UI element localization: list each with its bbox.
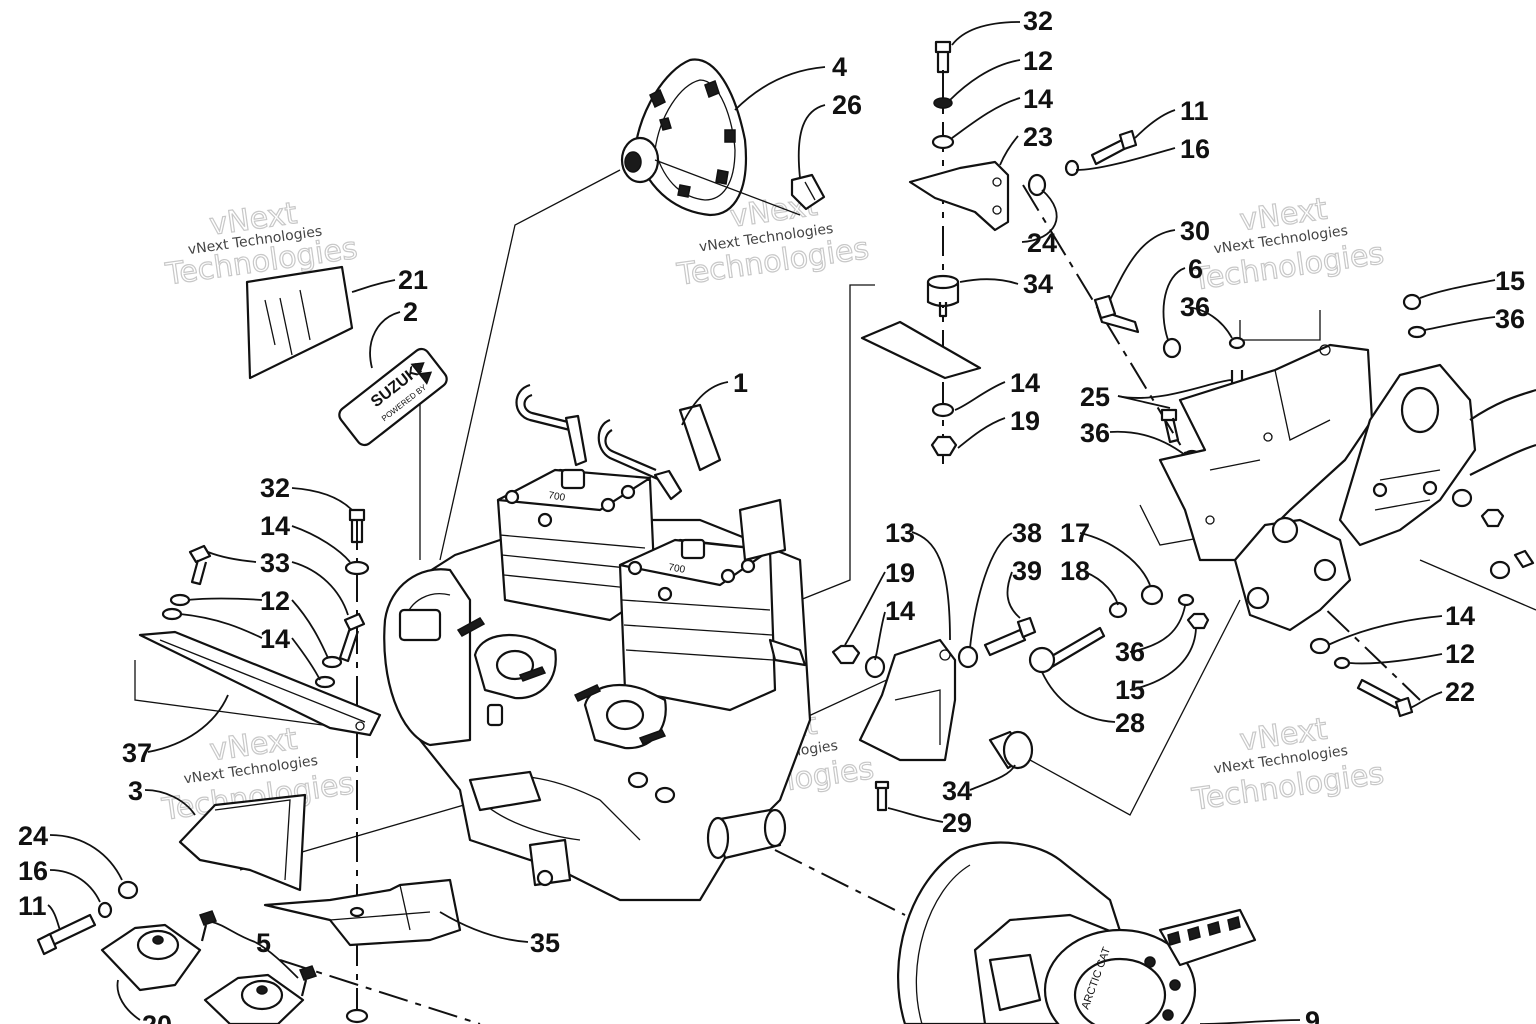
callout-label: 29 [942, 808, 972, 838]
callout-label: 12 [1445, 639, 1475, 669]
middle-mount-group [831, 616, 1037, 812]
callout-label: 16 [1180, 134, 1210, 164]
callout-label: 19 [885, 558, 915, 588]
engine-assembly: 700 700 [383, 383, 812, 902]
callout-label: 28 [1115, 708, 1145, 738]
callout-label: 30 [1180, 216, 1210, 246]
callout-label: 35 [530, 928, 560, 958]
callout-label: 15 [1115, 675, 1145, 705]
bolt-11-right [1064, 129, 1138, 177]
callout-label: 14 [260, 624, 290, 654]
callout-label: 12 [1023, 46, 1053, 76]
callout-label: 22 [1445, 677, 1475, 707]
callout-label: 37 [122, 738, 152, 768]
callout-label: 38 [1012, 518, 1042, 548]
callout-label: 34 [1023, 269, 1053, 299]
callout-label: 36 [1180, 292, 1210, 322]
cable-guide-26 [790, 173, 826, 211]
suzuki-decal-2: SUZUKI POWERED BY [338, 347, 448, 447]
callout-label: 39 [1012, 556, 1042, 586]
callout-label: 6 [1188, 254, 1203, 284]
leader-lines [47, 21, 1496, 1024]
callout-label: 19 [1010, 406, 1040, 436]
recoil-starter [620, 58, 801, 217]
callout-label: 26 [832, 90, 862, 120]
callout-label: 11 [18, 891, 47, 921]
callout-label: 14 [260, 511, 290, 541]
callout-label: 14 [1010, 368, 1040, 398]
callout-label: 11 [1180, 96, 1209, 126]
callout-label: 24 [18, 821, 48, 851]
callout-label: 5 [256, 928, 271, 958]
callout-label: 3 [128, 776, 143, 806]
callout-label: 13 [885, 518, 915, 548]
callout-label: 36 [1115, 637, 1145, 667]
callout-label: 18 [1060, 556, 1090, 586]
callout-label: 1 [733, 368, 748, 398]
callout-label: 21 [398, 265, 428, 295]
callout-label: 25 [1080, 382, 1110, 412]
callout-label: 23 [1023, 122, 1053, 152]
callout-label: 32 [1023, 6, 1053, 36]
right-frame-brackets [1028, 293, 1536, 718]
callout-label: 14 [885, 596, 915, 626]
label-plate-21 [245, 265, 354, 380]
callout-label: 16 [18, 856, 48, 886]
callout-label: 36 [1080, 418, 1110, 448]
callout-label: 36 [1495, 304, 1525, 334]
cylinder-mark-left: 700 [547, 490, 566, 504]
cylinder-mark-right: 700 [667, 562, 686, 576]
callout-label: 34 [942, 776, 972, 806]
callout-label: 4 [832, 52, 847, 82]
callout-label: 12 [260, 586, 290, 616]
drive-clutch-9: ARCTIC CAT [897, 841, 1257, 1024]
callout-label: 20 [142, 1010, 172, 1024]
callout-label: 9 [1305, 1006, 1320, 1024]
callout-label: 17 [1060, 518, 1090, 548]
callout-numbers: 32 12 14 23 11 16 24 34 14 19 4 26 21 2 … [18, 6, 1525, 1024]
callout-label: 24 [1027, 228, 1057, 258]
left-mount-group [36, 508, 462, 1024]
callout-label: 33 [260, 548, 290, 578]
callout-label: 32 [260, 473, 290, 503]
top-mount-stack [860, 40, 1047, 457]
callout-label: 15 [1495, 266, 1525, 296]
callout-label: 14 [1023, 84, 1053, 114]
callout-label: 2 [403, 297, 418, 327]
callout-label: 14 [1445, 601, 1475, 631]
